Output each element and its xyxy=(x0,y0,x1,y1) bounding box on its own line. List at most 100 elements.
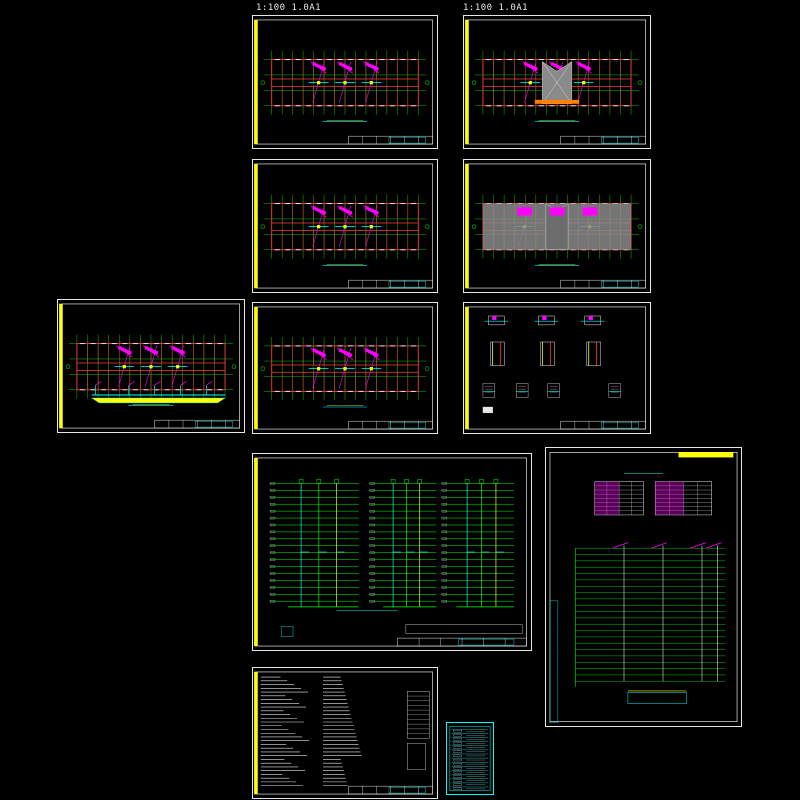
floor-plan-sheet-5 xyxy=(57,299,245,433)
binding-strip xyxy=(254,671,258,795)
axis-bubble xyxy=(471,224,477,229)
floor-label xyxy=(269,551,276,554)
table-highlight xyxy=(655,481,684,515)
side-title-block xyxy=(549,600,559,724)
riser-marker xyxy=(149,365,153,369)
floor-label xyxy=(369,551,375,554)
legend-symbol xyxy=(453,730,462,733)
riser-marker xyxy=(316,367,321,371)
riser-marker xyxy=(343,367,347,371)
riser-marker xyxy=(369,225,374,229)
floor-label xyxy=(269,537,276,540)
floor-label xyxy=(369,530,375,534)
drain-pipe xyxy=(522,61,539,74)
floor-label xyxy=(269,503,276,506)
floor-label xyxy=(269,489,276,492)
detail-fixture xyxy=(588,315,593,321)
scale-label-left: 1:100 1.0A1 xyxy=(256,3,322,13)
floor-plan-sheet-1 xyxy=(252,15,438,149)
detail-elevation xyxy=(540,341,555,366)
legend-symbol xyxy=(453,734,462,737)
binding-strip xyxy=(465,19,469,145)
riser-marker xyxy=(343,225,347,229)
table-highlight xyxy=(594,481,620,515)
title-block-cell xyxy=(388,786,426,794)
riser-cap xyxy=(316,479,322,484)
legend-drawing xyxy=(449,726,491,791)
floor-plan-sheet-4 xyxy=(463,159,651,293)
roof-plan-drawing xyxy=(465,19,647,145)
floor-label xyxy=(441,489,447,492)
legend-symbol xyxy=(453,746,462,749)
axis-bubble xyxy=(424,224,430,229)
floor-label xyxy=(269,509,276,513)
legend-symbol xyxy=(453,783,462,786)
drain-pipe xyxy=(336,205,354,218)
legend-symbol xyxy=(453,779,462,782)
binding-strip xyxy=(254,19,258,145)
floor-label xyxy=(369,489,375,492)
plumbing-fixture xyxy=(587,207,591,216)
riser-cap xyxy=(493,479,499,484)
plumbing-fixture xyxy=(592,207,595,216)
riser-marker xyxy=(343,81,347,85)
vent-branch xyxy=(611,542,629,549)
binding-strip xyxy=(254,306,258,430)
riser-cap xyxy=(464,479,470,484)
title-block-cell xyxy=(458,638,515,646)
drain-pipe xyxy=(575,61,592,74)
plumbing-fixture xyxy=(552,207,556,216)
floor-label xyxy=(269,530,276,534)
floor-label xyxy=(441,503,447,506)
legend-symbol xyxy=(453,750,462,753)
riser-marker xyxy=(176,365,180,369)
floor-label xyxy=(369,600,375,603)
legend-symbol xyxy=(453,775,462,778)
title-block-cell xyxy=(388,280,426,288)
plumbing-fixture xyxy=(517,207,521,216)
design-notes-sheet xyxy=(252,667,438,799)
riser-marker xyxy=(528,81,532,85)
floor-label xyxy=(441,516,447,520)
riser-base xyxy=(91,397,226,404)
detail-elevation xyxy=(490,341,505,366)
plumbing-fixture xyxy=(522,207,525,216)
plumbing-fixture xyxy=(561,207,565,216)
title-block-cell xyxy=(388,136,426,144)
floor-label xyxy=(369,572,375,575)
drain-pipe xyxy=(169,345,186,358)
floor-label xyxy=(369,579,375,582)
drain-pipe xyxy=(310,61,327,74)
axis-bubble xyxy=(231,364,237,369)
drain-pipe xyxy=(142,345,160,358)
drain-pipe xyxy=(363,61,380,74)
axis-bubble xyxy=(260,80,266,85)
riser-branch xyxy=(95,380,102,386)
plumbing-fixture xyxy=(559,207,563,216)
floor-plan-sheet-2 xyxy=(463,15,651,149)
floor-label xyxy=(269,558,276,561)
plumbing-fixture xyxy=(594,207,598,216)
floor-label xyxy=(441,593,447,596)
riser-cap xyxy=(404,479,409,484)
floor-label xyxy=(369,523,375,527)
floor-plan-drawing xyxy=(254,163,434,289)
vent-branch xyxy=(689,542,707,549)
floor-label xyxy=(269,523,276,527)
binding-strip xyxy=(465,163,469,289)
floor-label xyxy=(441,482,447,485)
legend-symbol xyxy=(453,763,462,766)
notes-drawing xyxy=(254,671,433,795)
floor-label xyxy=(441,544,447,547)
riser-cap xyxy=(390,479,396,484)
binding-strip xyxy=(59,303,63,429)
floor-label xyxy=(369,516,375,520)
inner-border xyxy=(468,306,646,430)
exterior-wall xyxy=(76,343,226,391)
detail-sheet xyxy=(463,302,651,434)
gray-plan-drawing xyxy=(465,163,647,289)
system-diagram-sheet-1 xyxy=(252,453,532,651)
plumbing-fixture xyxy=(549,207,553,216)
binding-strip xyxy=(465,306,469,430)
floor-label xyxy=(441,551,447,554)
